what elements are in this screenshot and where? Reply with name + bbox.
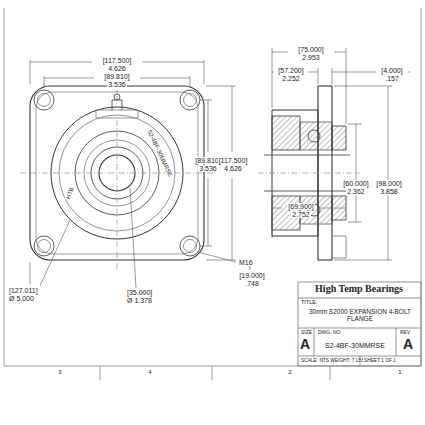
- title-block: [298, 282, 421, 366]
- zone-number: 4: [147, 369, 152, 375]
- dimension-inch: 4.626: [223, 165, 243, 172]
- dimension-inch: 3.536: [107, 81, 127, 88]
- scale-weight: SCALE: NTS WEIGHT: 7 LBS: [300, 358, 366, 363]
- rev-caption: REV: [399, 330, 411, 335]
- title-caption: TITLE:: [300, 300, 319, 306]
- dimension-metric: [35.000]: [126, 289, 153, 296]
- dimension-metric: [75.000]: [297, 46, 324, 53]
- dimension-metric: [57.200]: [277, 67, 304, 74]
- dimension-metric: [60.000]: [342, 180, 369, 187]
- dimension-inch: 2.752: [291, 211, 311, 218]
- dimension-inch: Ø 1.378: [126, 297, 153, 304]
- dimension-inch: Ø 5.000: [8, 295, 35, 302]
- company-name: High Temp Bearings: [314, 284, 404, 295]
- dimension-inch: 3.536: [198, 165, 218, 172]
- housing-marking: HTB: [65, 185, 76, 200]
- zone-number: 2: [287, 369, 292, 375]
- dimension-metric: [98.000]: [375, 180, 402, 187]
- dimension-inch: 3.858: [379, 188, 399, 195]
- dimension-lines: [30, 60, 250, 288]
- dimension-metric: [69.900]: [287, 203, 314, 210]
- dimension-lines: [272, 48, 410, 260]
- dimension-inch: .748: [244, 280, 260, 287]
- rev-value: A: [402, 337, 414, 352]
- sheet-number: SHEET 1 OF 1: [363, 358, 397, 363]
- dimension-metric: [89.810]: [103, 73, 130, 80]
- dimension-inch: 4.626: [107, 65, 127, 72]
- size-caption: SIZE: [300, 330, 313, 335]
- dimension-inch: 2.362: [346, 188, 366, 195]
- zone-number: 1: [397, 369, 402, 375]
- flange-side-view: [258, 86, 360, 260]
- thread-callout: M16: [238, 259, 254, 266]
- dimension-metric: [117.500]: [102, 57, 133, 64]
- drawing-title: 30mm S2000 EXPANSION 4-BOLT FLANGE: [304, 309, 416, 323]
- dimension-metric: [127.011]: [8, 287, 39, 294]
- dimension-inch: 2.953: [301, 54, 321, 61]
- dimension-metric: [117.500]: [218, 157, 249, 164]
- size-value: A: [299, 337, 311, 352]
- dimension-inch: 2.252: [281, 75, 301, 82]
- dwg-no-caption: DWG. NO.: [317, 330, 343, 335]
- zone-number: 3: [57, 369, 62, 375]
- flange-front-view: [20, 83, 214, 270]
- dimension-metric: [19.000]: [238, 272, 265, 279]
- dimension-inch: .157: [384, 75, 400, 82]
- dimension-metric: [4.000]: [380, 67, 403, 74]
- drawing-number: S2-4BF-30MMRSE: [324, 342, 386, 349]
- sheet-border: [4, 8, 5, 366]
